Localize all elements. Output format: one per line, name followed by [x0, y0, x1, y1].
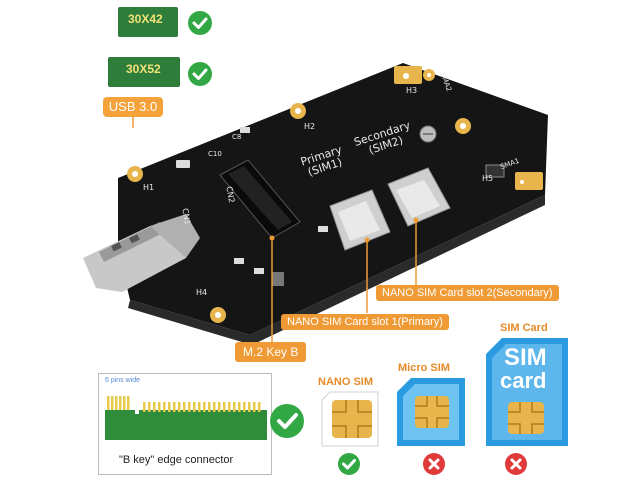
- mount-hole-h4: [210, 307, 226, 323]
- check-icon: [188, 62, 212, 86]
- sim-card-text-2: card: [500, 368, 547, 393]
- standard-sim-card: [486, 338, 568, 446]
- hole-label-h1: H1: [143, 183, 155, 192]
- micro-sim-label: Micro SIM: [398, 362, 450, 374]
- callout-sim-slot2: NANO SIM Card slot 2(Secondary): [376, 285, 559, 301]
- mount-hole-sma1: [516, 176, 528, 188]
- check-icon: [338, 453, 360, 475]
- hole-label-h4: H4: [196, 288, 208, 297]
- callout-m2-key-b: M.2 Key B: [235, 342, 307, 362]
- sim-card-label: SIM Card: [500, 322, 548, 334]
- callout-sim-slot2-text: NANO SIM Card slot 2(Secondary): [382, 287, 553, 299]
- c10-label: C10: [208, 150, 222, 158]
- mount-hole-sma2: [423, 69, 435, 81]
- mount-hole-h2: [290, 103, 306, 119]
- callout-sim-slot1: NANO SIM Card slot 1(Primary): [281, 314, 449, 330]
- edge-pins-label: 6 pins wide: [105, 377, 141, 384]
- check-icon: [270, 404, 304, 438]
- edge-connector-graphic: [105, 396, 267, 440]
- hole-label-h3: H3: [406, 86, 418, 95]
- mount-hole-h3: [398, 68, 414, 84]
- c8-label: C8: [232, 133, 242, 141]
- mount-hole-h5: [455, 118, 471, 134]
- nano-sim-card: [321, 391, 379, 447]
- module-30x52: 30X52: [108, 57, 180, 87]
- x-mark-icon: [423, 453, 445, 475]
- x-mark-icon: [505, 453, 527, 475]
- edge-connector-caption: "B key" edge connector: [119, 454, 234, 466]
- nano-sim-label: NANO SIM: [318, 376, 373, 388]
- hole-label-h2: H2: [304, 122, 316, 131]
- edge-connector-panel: 6 pins wide "B key" edge connector: [98, 373, 272, 475]
- check-icon: [188, 11, 212, 35]
- micro-sim-card: [397, 378, 465, 446]
- usb-label: USB 3.0: [103, 97, 163, 117]
- callout-m2-key-b-text: M.2 Key B: [243, 345, 299, 359]
- module-30x52-label: 30X52: [126, 62, 161, 76]
- mount-hole-h1: [127, 166, 143, 182]
- sim-card-text-1: SIM: [504, 344, 547, 371]
- usb-label-text: USB 3.0: [108, 99, 158, 114]
- callout-sim-slot1-text: NANO SIM Card slot 1(Primary): [287, 316, 443, 328]
- hole-label-h5: H5: [482, 174, 494, 183]
- module-30x42-label: 30X42: [128, 12, 163, 26]
- module-30x42: 30X42: [118, 7, 178, 37]
